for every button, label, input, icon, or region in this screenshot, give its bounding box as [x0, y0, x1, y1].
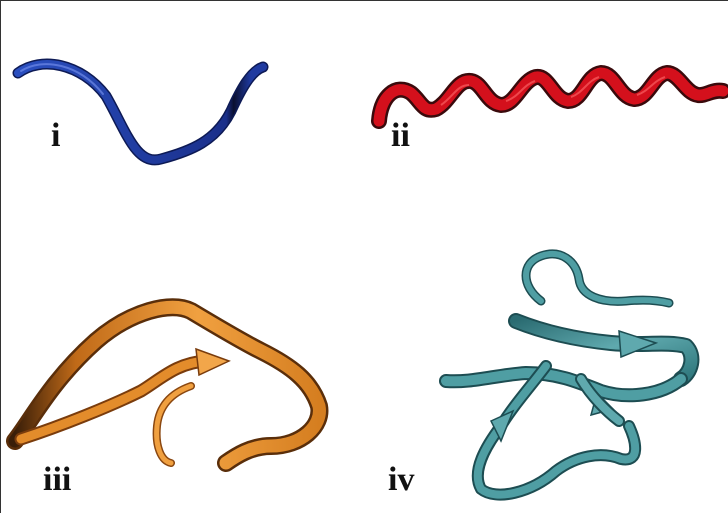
- strand-arrow-iv-b: [489, 409, 515, 443]
- coil-structure-i: [12, 58, 269, 166]
- panel-label-iv: iv: [388, 461, 415, 498]
- fold-structure-iv: [439, 249, 700, 501]
- panel-label-iii: iii: [43, 461, 72, 498]
- panel-label-ii: ii: [391, 117, 410, 154]
- panel-label-i: i: [51, 117, 61, 154]
- strand-arrow-iii: [195, 347, 231, 377]
- helix-structure-ii: [371, 65, 728, 129]
- strand-arrow-iv-a: [618, 329, 659, 359]
- hairpin-structure-iii: [6, 298, 329, 472]
